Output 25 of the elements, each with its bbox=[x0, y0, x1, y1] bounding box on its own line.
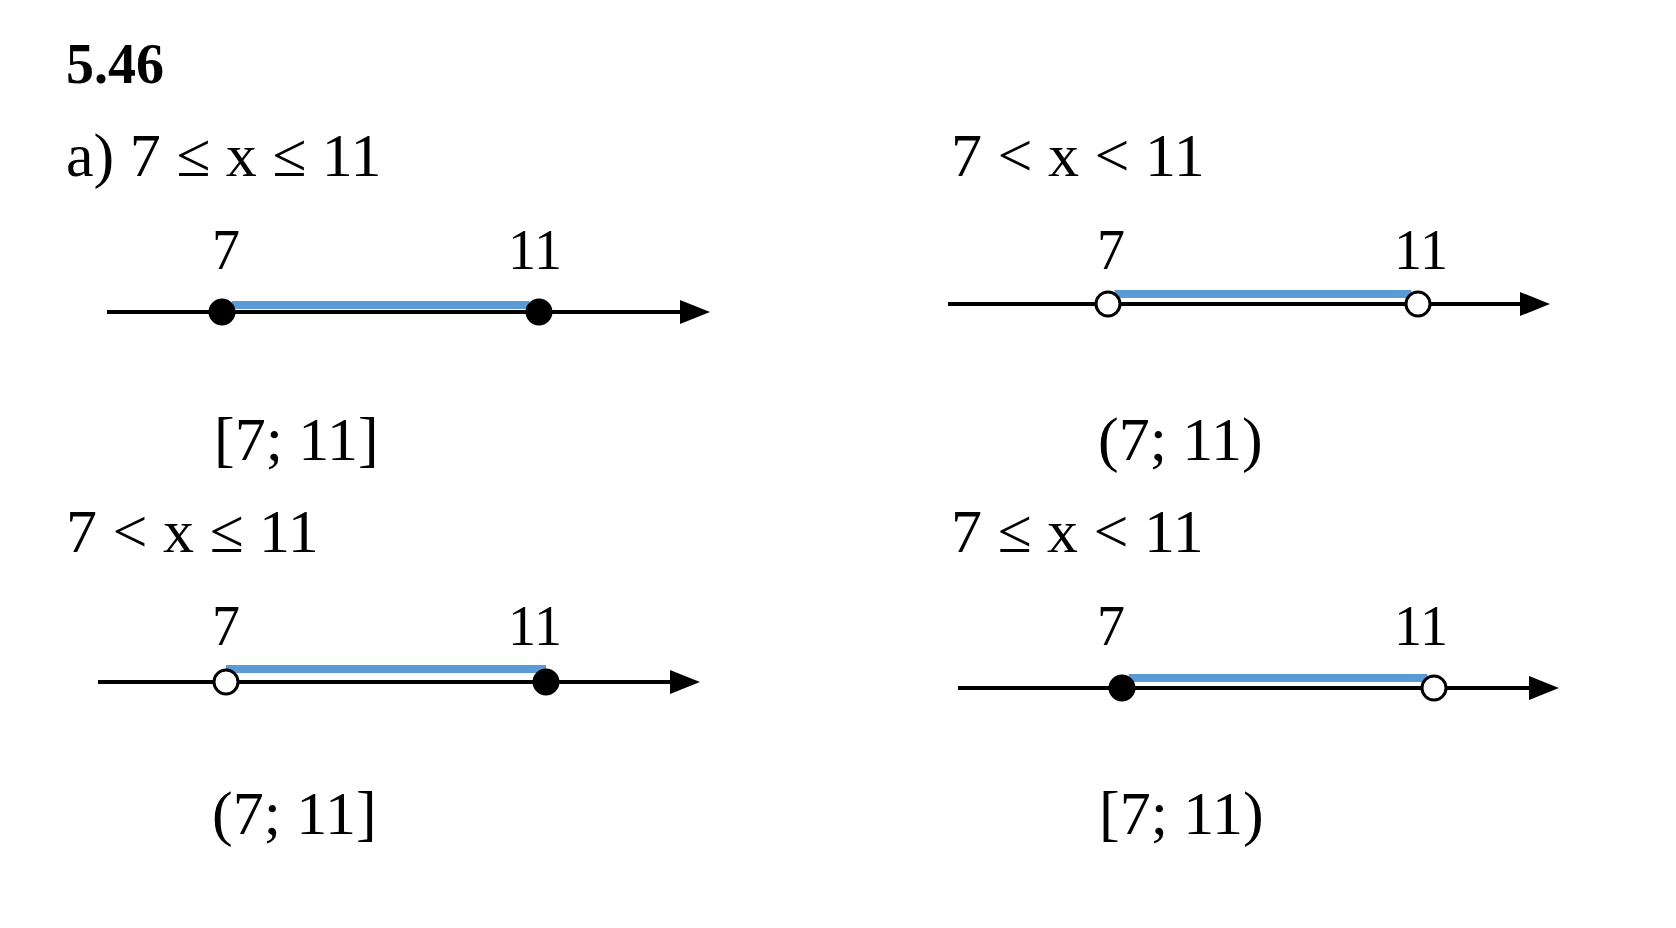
tick-label: 7 bbox=[1097, 598, 1125, 654]
open-point bbox=[212, 668, 240, 696]
filled-point bbox=[525, 298, 553, 326]
inequality: 7 < x ≤ 11 bbox=[66, 500, 319, 562]
tick-label: 7 bbox=[212, 222, 240, 278]
filled-point bbox=[1108, 674, 1136, 702]
interval-segment bbox=[231, 301, 530, 309]
interval-notation: [7; 11] bbox=[214, 408, 379, 470]
filled-point bbox=[208, 298, 236, 326]
interval-segment bbox=[1114, 290, 1412, 298]
open-point bbox=[1094, 290, 1122, 318]
exercise-number: 5.46 bbox=[66, 36, 164, 92]
tick-label: 7 bbox=[1097, 222, 1125, 278]
interval-segment bbox=[1128, 674, 1428, 682]
interval-segment bbox=[226, 665, 546, 673]
tick-label: 11 bbox=[508, 222, 562, 278]
open-point bbox=[1404, 290, 1432, 318]
tick-label: 7 bbox=[212, 598, 240, 654]
inequality: 7 < x < 11 bbox=[951, 124, 1205, 186]
tick-label: 11 bbox=[508, 598, 562, 654]
tick-label: 11 bbox=[1394, 222, 1448, 278]
filled-point bbox=[532, 668, 560, 696]
inequality: 7 ≤ x < 11 bbox=[951, 500, 1204, 562]
tick-label: 11 bbox=[1394, 598, 1448, 654]
open-point bbox=[1420, 674, 1448, 702]
